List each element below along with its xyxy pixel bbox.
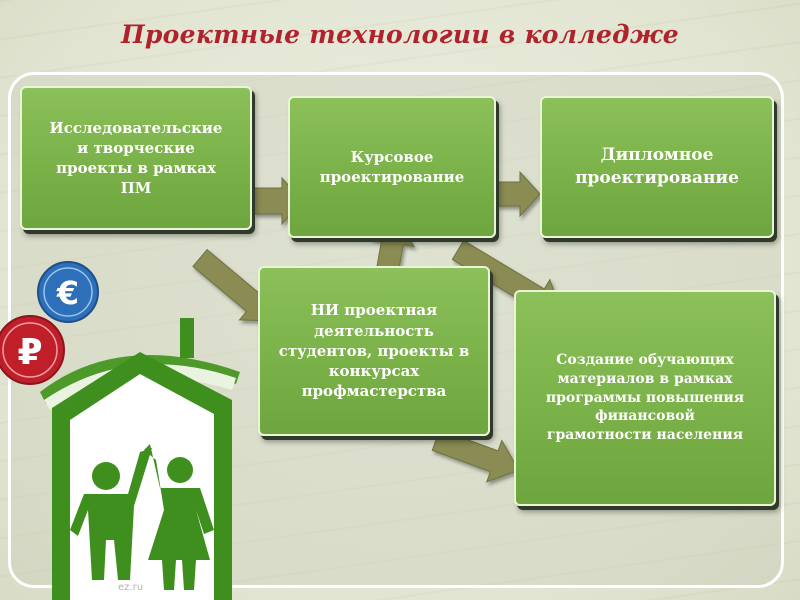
euro-symbol: € [56,274,79,312]
box-research-projects-label: Исследовательские и творческие проекты в… [49,118,223,198]
box-ni-project-activity-label: НИ проектная деятельность студентов, про… [278,301,470,401]
box-diploma-design-label: Дипломное проектирование [575,145,739,188]
box-financial-literacy-materials-label: Создание обучающих материалов в рамках п… [545,351,745,444]
arrow-ni-to-materials [431,429,520,483]
box-course-design: Курсовое проектирование [288,96,496,238]
box-ni-project-activity: НИ проектная деятельность студентов, про… [258,266,490,436]
watermark: ez.ru [118,582,144,593]
box-research-projects: Исследовательские и творческие проекты в… [20,86,252,230]
box-financial-literacy-materials: Создание обучающих материалов в рамках п… [514,290,776,506]
ruble-coin-icon [0,315,65,385]
slide-title: Проектные технологии в колледже [120,20,680,49]
ruble-symbol: ₽ [17,332,42,373]
box-course-design-label: Курсовое проектирование [319,147,465,186]
family-icon [70,444,214,590]
box-diploma-design: Дипломное проектирование [540,96,774,238]
arrow-course-to-diploma [496,170,541,218]
euro-coin-icon [37,261,99,323]
